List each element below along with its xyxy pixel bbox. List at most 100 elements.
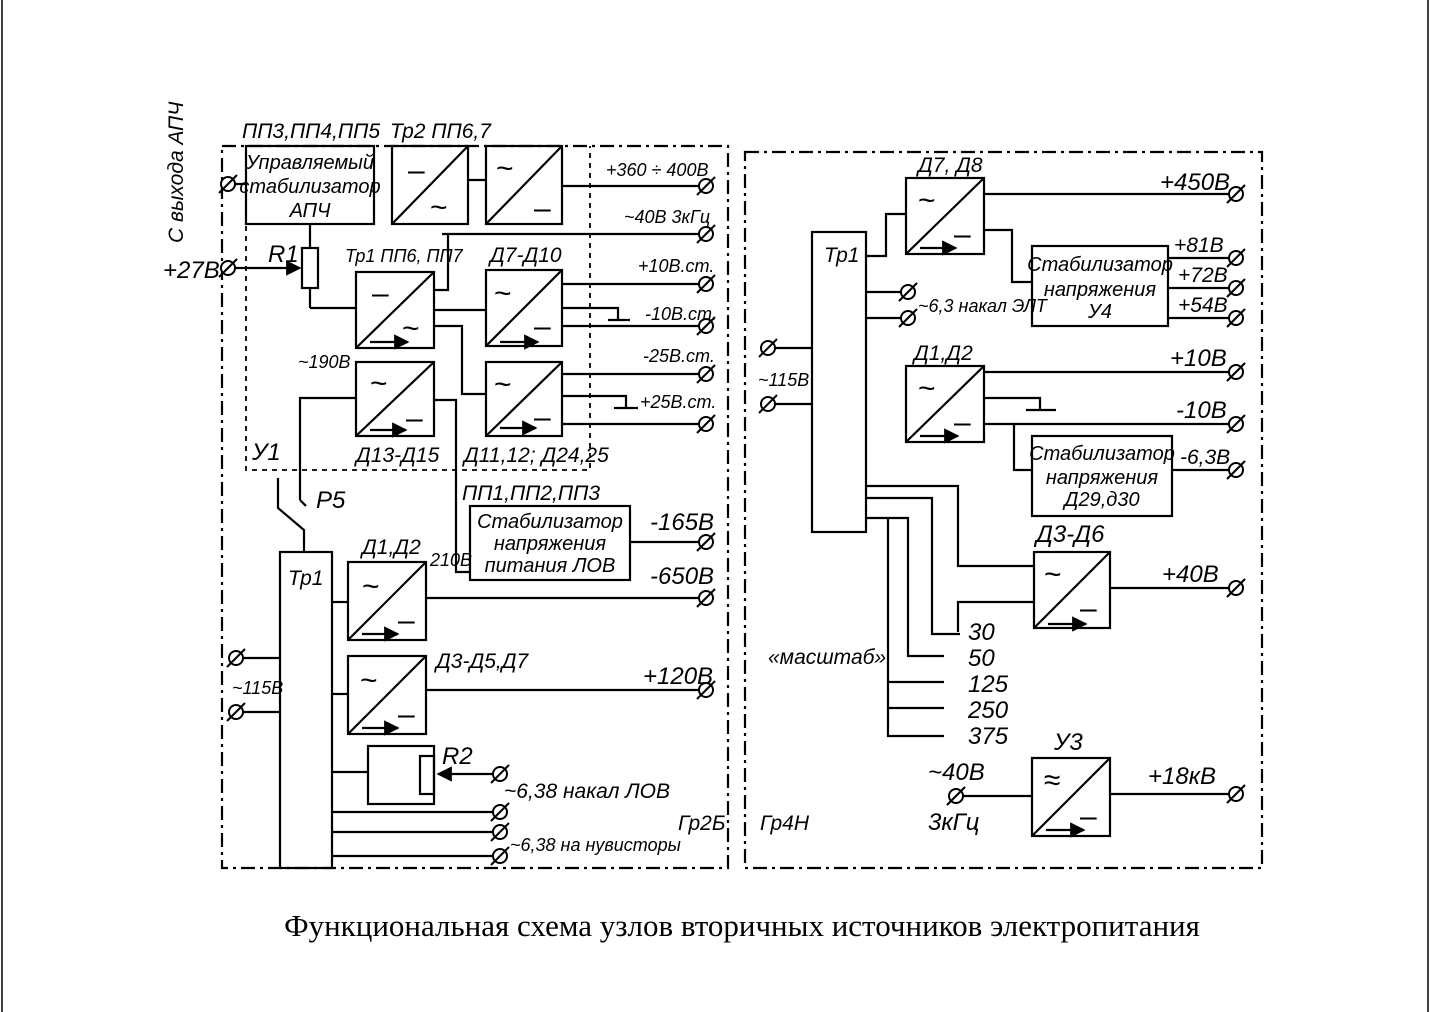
label-v650n: -650В <box>650 563 714 590</box>
text-u4-2: напряжения <box>1044 279 1157 301</box>
text-u4-3: У4 <box>1087 301 1112 323</box>
svg-text:–: – <box>1080 800 1097 833</box>
label-v450p: +450В <box>1160 169 1230 196</box>
terminal-icon-elt-2[interactable] <box>898 308 918 328</box>
svg-text:≈: ≈ <box>1044 764 1060 797</box>
svg-text:~: ~ <box>918 372 936 405</box>
svg-text:~: ~ <box>360 664 378 697</box>
terminal-icon-25n-st[interactable] <box>696 364 716 384</box>
terminal-icon-40-3k[interactable] <box>696 224 716 244</box>
label-v63n: -6,3В <box>1180 446 1230 469</box>
converter-tr2-1 <box>390 144 470 226</box>
terminal-icon-115-a[interactable] <box>226 648 246 668</box>
terminal-icon-27v[interactable] <box>218 258 238 278</box>
label-v115-right: ~115В <box>758 370 809 390</box>
terminal-icon-40-in[interactable] <box>946 786 966 806</box>
switch-icon-p5[interactable] <box>276 478 307 552</box>
label-3khz: 3кГц <box>928 809 979 836</box>
terminal-icon-10p-st[interactable] <box>696 274 716 294</box>
converter-d3-d6 <box>1032 550 1112 630</box>
terminal-icon-25p-st[interactable] <box>696 414 716 434</box>
label-v40p: +40В <box>1162 561 1219 588</box>
label-tr1-left: Тр1 <box>288 567 324 590</box>
text-u4-1: Стабилизатор <box>1027 254 1173 276</box>
terminal-icon-115-b[interactable] <box>226 702 246 722</box>
scale-value-0: 30 <box>968 619 995 646</box>
text-d29-3: Д29,д30 <box>1062 489 1139 511</box>
left-block: ПП3,ПП4,ПП5 Тр2 ПП6,7 С выхода АПЧ Управ… <box>163 101 730 870</box>
label-tr1-pp: Тр1 ПП6, ПП7 <box>345 246 464 266</box>
label-p5: Р5 <box>316 487 346 514</box>
terminal-icon-650n[interactable] <box>696 588 716 608</box>
label-d1d2-right: Д1,Д2 <box>912 342 973 365</box>
terminal-icon-nuv-3[interactable] <box>490 846 510 866</box>
label-d1d2-left: Д1,Д2 <box>360 536 421 559</box>
terminal-icon-nuv-2[interactable] <box>490 822 510 842</box>
terminal-icon-elt-1[interactable] <box>898 282 918 302</box>
label-v165n: -165В <box>650 509 714 536</box>
text-lov-1: Стабилизатор <box>477 511 623 533</box>
label-v10n-st: -10В.ст. <box>645 304 717 324</box>
svg-text:~: ~ <box>430 191 448 224</box>
terminal-icon-81[interactable] <box>1226 248 1246 268</box>
terminal-icon-10n[interactable] <box>1226 414 1246 434</box>
scale-value-1: 50 <box>968 645 995 672</box>
label-tr1-right: Тр1 <box>824 244 860 267</box>
terminal-icon-115-r-a[interactable] <box>758 338 778 358</box>
svg-text:–: – <box>534 310 551 343</box>
label-v18kv: +18кВ <box>1148 763 1216 790</box>
terminal-icon-40p[interactable] <box>1226 578 1246 598</box>
terminal-icon-54[interactable] <box>1226 308 1246 328</box>
terminal-icon-10p[interactable] <box>1226 362 1246 382</box>
terminal-icon-115-r-b[interactable] <box>758 394 778 414</box>
text-d29-1: Стабилизатор <box>1029 443 1175 465</box>
label-v25p-st: +25В.ст. <box>640 392 716 412</box>
label-pp-lower: ПП1,ПП2,ПП3 <box>462 482 600 505</box>
svg-text:~: ~ <box>402 312 420 345</box>
block-stabilizer-d29 <box>1030 434 1174 518</box>
label-v190: ~190В <box>298 352 351 372</box>
svg-text:~: ~ <box>918 184 936 217</box>
svg-text:–: – <box>534 192 551 225</box>
svg-text:–: – <box>954 218 971 251</box>
right-block: Тр1 ~115В Д7, Д8 ~– +450В Стабилизатор н… <box>743 150 1264 870</box>
label-r1: R1 <box>268 241 299 268</box>
label-v10p-st: +10В.ст. <box>638 256 714 276</box>
terminal-icon-nuv-1[interactable] <box>490 802 510 822</box>
label-d3-d7: Д3-Д5,Д7 <box>434 650 530 673</box>
svg-text:–: – <box>372 277 389 310</box>
text-stab-apch-2: стабилизатор <box>239 176 380 198</box>
label-d13-d15: Д13-Д15 <box>354 444 440 467</box>
converter-d11-d25 <box>484 360 564 438</box>
resistor-icon-r1 <box>300 246 320 290</box>
svg-text:–: – <box>398 698 415 731</box>
label-v54: +54В <box>1178 294 1228 317</box>
block-tr1-right <box>810 230 868 534</box>
label-nakal-lov: ~6,38 накал ЛОВ <box>504 780 670 803</box>
label-v115-left: ~115В <box>232 678 283 698</box>
label-input-apch: С выхода АПЧ <box>165 101 188 243</box>
label-d7-d10: Д7-Д10 <box>488 244 562 267</box>
label-scale: «масштаб» <box>768 646 886 669</box>
block-r2-heater <box>366 744 436 806</box>
block-stabilizer-u4 <box>1030 244 1170 328</box>
label-v40-in: ~40В <box>928 759 985 786</box>
svg-text:–: – <box>534 401 551 434</box>
scale-value-3: 250 <box>967 697 1009 724</box>
terminal-icon-72[interactable] <box>1226 278 1246 298</box>
svg-text:~: ~ <box>370 367 388 400</box>
label-d7d8: Д7, Д8 <box>916 154 983 177</box>
scale-value-4: 375 <box>968 723 1009 750</box>
label-r2: R2 <box>442 743 473 770</box>
label-v360: +360 ÷ 400В <box>606 160 708 180</box>
label-v25n-st: -25В.ст. <box>643 346 715 366</box>
svg-text:–: – <box>406 402 423 435</box>
label-u1: У1 <box>251 439 281 466</box>
svg-text:~: ~ <box>1044 558 1062 591</box>
terminal-icon-18kv[interactable] <box>1226 784 1246 804</box>
label-group-gr4n: Гр4Н <box>760 812 810 835</box>
svg-text:~: ~ <box>494 277 512 310</box>
label-u3: У3 <box>1053 729 1083 756</box>
label-d11-d25: Д11,12; Д24,25 <box>462 444 609 467</box>
